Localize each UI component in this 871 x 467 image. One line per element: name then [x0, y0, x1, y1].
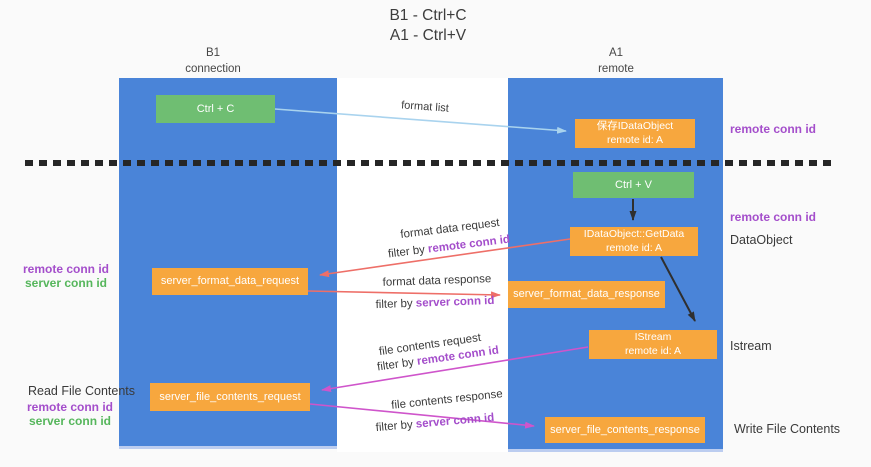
server-file-contents-response-label: server_file_contents_response: [550, 423, 700, 436]
file-contents-request-arrow: [321, 346, 589, 393]
idataobject-getdata-box: IDataObject::GetData remote id: A: [570, 227, 698, 256]
getdata-to-istream-arrow: [660, 256, 696, 322]
server-format-data-response-box: server_format_data_response: [508, 281, 665, 308]
format-data-request-arrow: [319, 238, 571, 278]
istream-line1: IStream: [634, 330, 672, 343]
lane-header-b1: B1 connection: [143, 46, 283, 77]
getdata-line2: remote id: A: [605, 241, 663, 254]
write-file-contents-label: Write File Contents: [734, 422, 841, 436]
server-file-contents-request-box: server_file_contents_request: [150, 383, 310, 411]
save-dataobject-box: 保存IDataObject remote id: A: [575, 119, 695, 148]
format-list-arrow: [274, 108, 567, 134]
getdata-line1: IDataObject::GetData: [583, 227, 685, 240]
ctrl-c-label: Ctrl + C: [196, 102, 235, 115]
lane-b1-subtitle: connection: [185, 62, 241, 75]
ctrl-v-box: Ctrl + V: [573, 172, 694, 198]
remote-conn-id-label: remote conn id: [730, 210, 817, 224]
title-line-b1: B1 - Ctrl+C: [389, 7, 467, 24]
format-data-response-arrow: [307, 290, 501, 299]
server-file-contents-request-label: server_file_contents_request: [159, 390, 301, 403]
dataobject-label: DataObject: [730, 233, 793, 247]
ctrl-c-box: Ctrl + C: [156, 95, 275, 123]
server-format-data-request-box: server_format_data_request: [152, 268, 308, 295]
istream-box: IStream remote id: A: [589, 330, 717, 359]
lane-header-a1: A1 remote: [546, 46, 686, 77]
remote-conn-id-label: remote conn id: [22, 262, 109, 276]
save-dataobject-line2: remote id: A: [606, 133, 664, 146]
filter-by-text: filter by: [375, 297, 417, 312]
istream-label: Istream: [730, 339, 772, 353]
server-conn-id-label: server conn id: [28, 414, 112, 429]
phase-divider-dashed-line: [25, 160, 832, 166]
read-file-contents-label: Read File Contents: [28, 384, 136, 398]
title-line-a1: A1 - Ctrl+V: [389, 27, 467, 45]
left-bottom-conn-id-labels: remote conn id server conn id: [20, 400, 120, 429]
file-contents-response-arrow: [309, 403, 535, 429]
server-file-contents-response-box: server_file_contents_response: [545, 417, 705, 443]
save-dataobject-line1: 保存IDataObject: [596, 119, 674, 132]
server-conn-id-label: server conn id: [24, 276, 108, 291]
message-gutter: [337, 78, 508, 452]
server-format-data-response-label: server_format_data_response: [513, 288, 660, 301]
remote-conn-id-label: remote conn id: [730, 122, 817, 136]
lane-a1-name: A1: [608, 47, 624, 59]
lane-b1-name: B1: [205, 47, 221, 59]
lane-a1-subtitle: remote: [598, 62, 634, 75]
ctrl-v-label: Ctrl + V: [615, 178, 652, 191]
left-conn-id-labels: remote conn id server conn id: [14, 262, 118, 291]
diagram-title: B1 - Ctrl+C A1 - Ctrl+V: [328, 6, 528, 46]
remote-conn-id-label: remote conn id: [26, 400, 113, 414]
server-format-data-request-label: server_format_data_request: [160, 275, 300, 288]
istream-line2: remote id: A: [624, 344, 682, 357]
